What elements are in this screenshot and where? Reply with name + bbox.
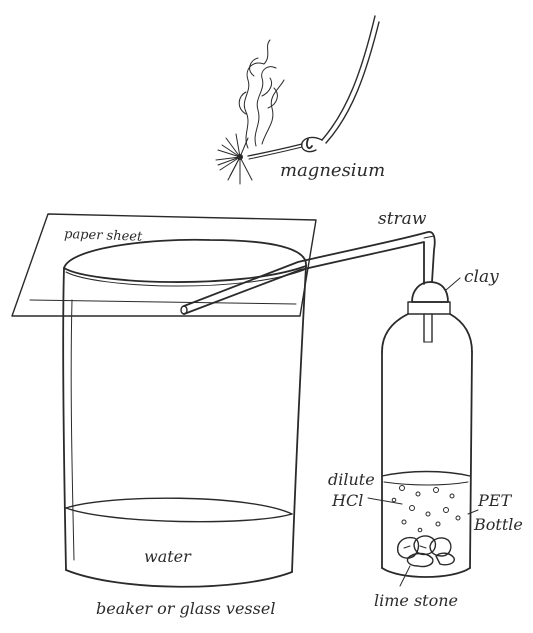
lime-stone-label: lime stone	[374, 591, 458, 610]
pet-label: PET	[477, 491, 512, 510]
straw-label: straw	[378, 209, 427, 229]
magnesium-label: magnesium	[280, 160, 385, 181]
dilute-label: dilute	[328, 470, 375, 489]
bottle-label: Bottle	[473, 515, 523, 534]
pet-bottle	[382, 282, 472, 577]
paper-sheet	[12, 214, 316, 316]
paper-sheet-label: paper sheet	[64, 227, 143, 245]
water-label: water	[144, 547, 192, 566]
clay-label: clay	[464, 267, 499, 287]
burning-magnesium	[216, 16, 379, 184]
hcl-label: HCl	[331, 491, 363, 510]
beaker-label: beaker or glass vessel	[96, 599, 275, 618]
beaker	[63, 240, 306, 587]
